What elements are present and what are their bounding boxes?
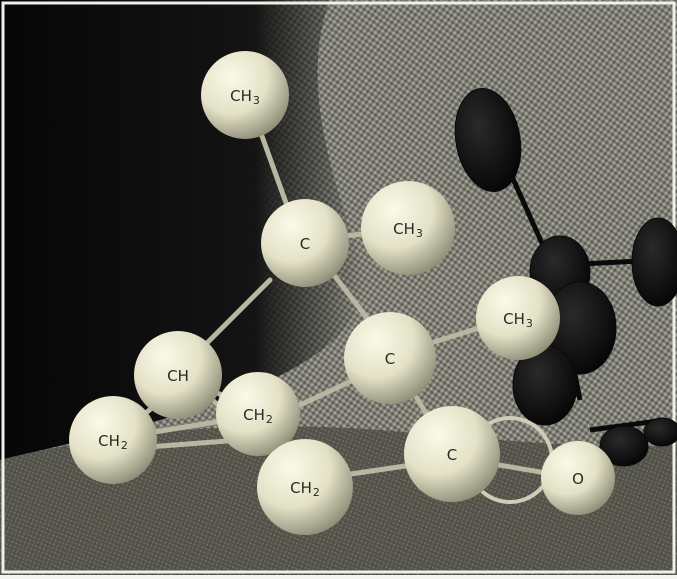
atom-o: O: [541, 441, 615, 515]
atom-label: O: [572, 470, 584, 488]
atom-ch-left: CH: [134, 331, 222, 419]
atom-label: C: [447, 446, 457, 464]
model-shadow: [454, 87, 677, 467]
atom-ch3-right: CH3: [476, 276, 560, 360]
atom-label: C: [385, 350, 395, 368]
atom-ch3-top: CH3: [201, 51, 289, 139]
atom-ch2-bottom: CH2: [257, 439, 353, 535]
atom-ch2-middle: CH2: [216, 372, 300, 456]
atom-label: CH3: [393, 220, 423, 240]
atom-label: CH2: [290, 479, 320, 499]
atom-label: CH3: [230, 87, 260, 107]
atom-label: CH2: [98, 432, 128, 452]
atom-label: CH2: [243, 406, 273, 426]
atom-c-upper: C: [261, 199, 349, 287]
atom-label: CH: [167, 367, 189, 385]
atom-c-center: C: [344, 312, 436, 404]
atom-ch2-left: CH2: [69, 396, 157, 484]
atom-label: CH3: [503, 310, 533, 330]
atom-label: C: [300, 235, 310, 253]
atom-ch3-right-upper: CH3: [361, 181, 455, 275]
atom-c-lower: C: [404, 406, 500, 502]
